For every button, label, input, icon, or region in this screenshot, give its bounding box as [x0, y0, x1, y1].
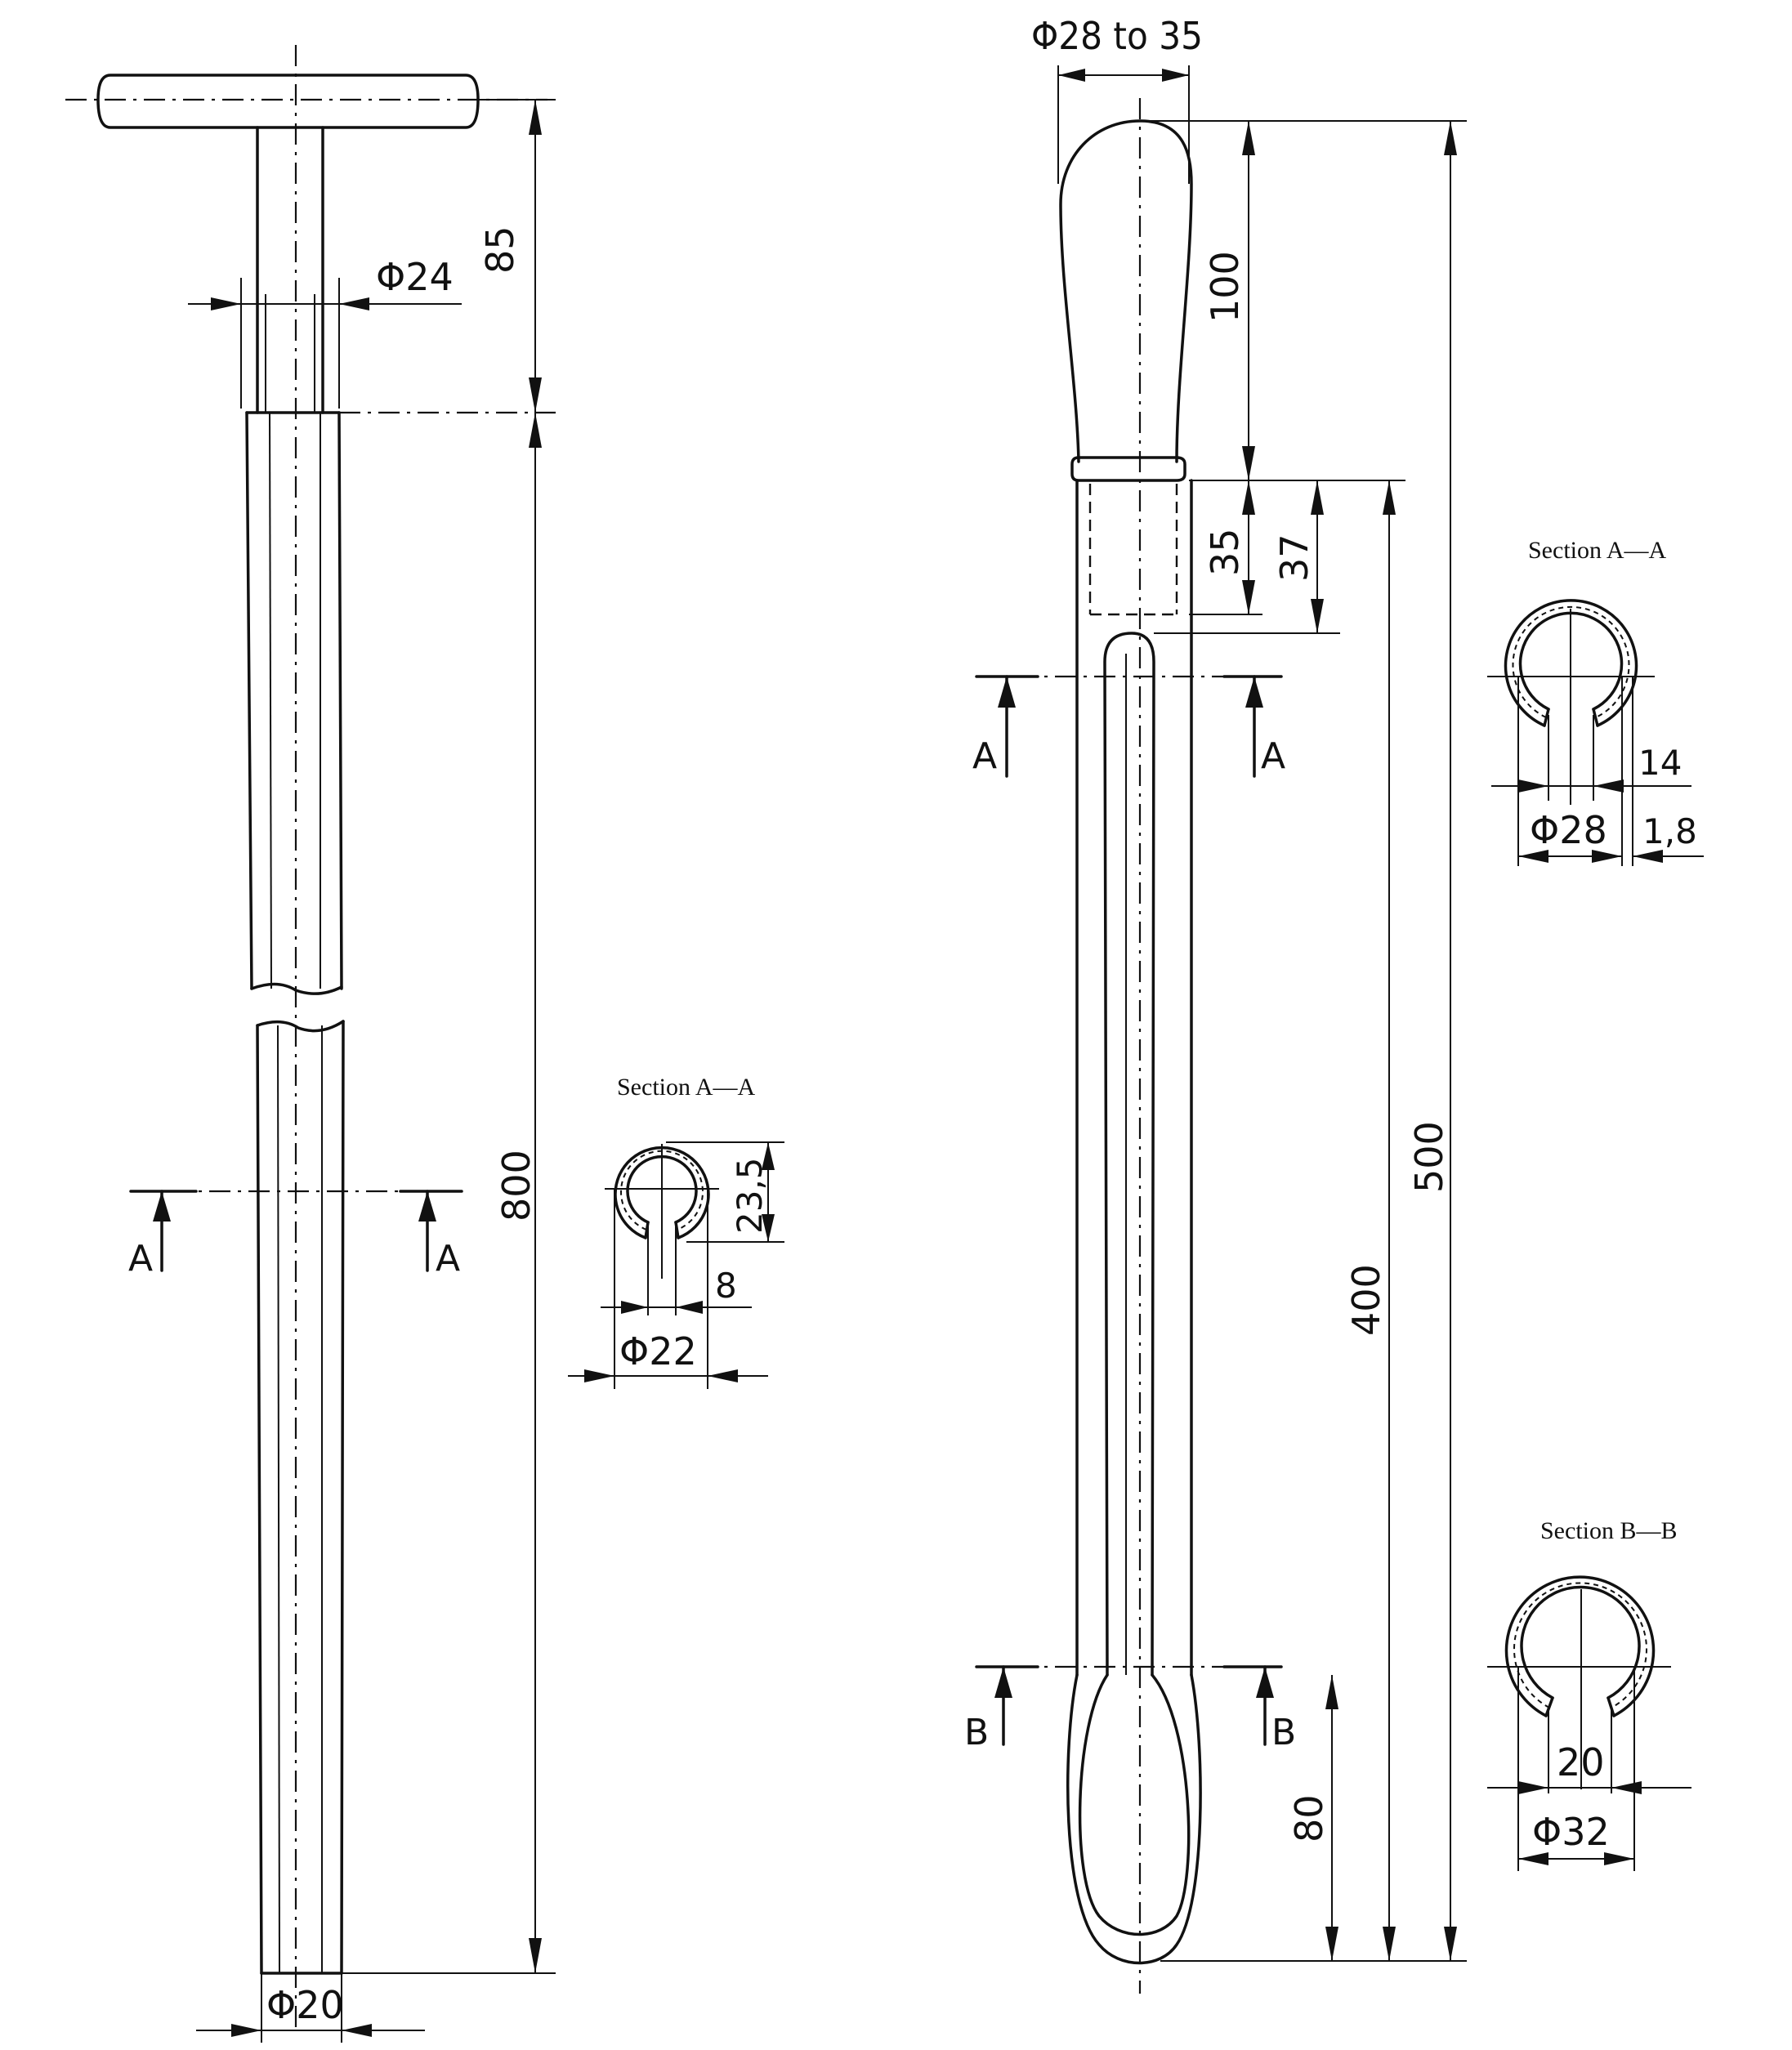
- section-a-slot: 8: [715, 1266, 737, 1306]
- probe-b: Φ28 to 35 100 35 37: [964, 14, 1704, 1994]
- shaft-lower: [256, 1020, 556, 1975]
- section-a-right-slot: 14: [1638, 743, 1682, 783]
- section-a-right-detail: Section A—A 14 Φ28 1,: [1487, 537, 1704, 866]
- dim-handle-length: 100: [1203, 121, 1255, 480]
- section-a-title: Section A—A: [617, 1074, 755, 1101]
- dim-spoon-80: 80: [1287, 1675, 1338, 1961]
- section-b-diameter: Φ32: [1532, 1810, 1610, 1854]
- cut-label-a-b-left: A: [972, 735, 997, 777]
- dim-label-100: 100: [1203, 251, 1247, 323]
- dim-label-35: 35: [1203, 528, 1247, 576]
- t-handle: [65, 74, 547, 129]
- dim-label-85: 85: [478, 226, 522, 274]
- dim-label-phi28-35: Φ28 to 35: [1031, 14, 1203, 58]
- dim-length-400: 400: [1344, 480, 1396, 1961]
- socket-hidden: [1088, 484, 1178, 616]
- cut-label-a-b-right: A: [1261, 735, 1285, 777]
- cut-label-a-left: A: [128, 1238, 153, 1280]
- section-b-slot: 20: [1557, 1740, 1605, 1784]
- dim-label-800: 800: [494, 1150, 538, 1222]
- cut-label-b-left: B: [964, 1712, 989, 1753]
- section-a-right-wall: 1,8: [1642, 811, 1697, 851]
- section-a-depth: 23,5: [730, 1157, 770, 1234]
- cut-line-b: B B: [964, 1665, 1296, 1753]
- dim-socket-37: 37: [1272, 480, 1324, 633]
- dim-length-85-800: 85 800: [478, 99, 556, 1973]
- dim-handle-diameter: Φ28 to 35: [1031, 14, 1203, 184]
- spoon-body: [1066, 479, 1202, 1965]
- dim-length-500: 500: [1407, 121, 1457, 1961]
- spoon-handle: [1059, 119, 1193, 482]
- dim-label-37: 37: [1272, 534, 1316, 582]
- cut-label-a-right: A: [436, 1238, 460, 1280]
- cut-line-a-right: A A: [972, 675, 1285, 778]
- section-a-right-title: Section A—A: [1528, 537, 1666, 564]
- dim-label-500: 500: [1407, 1121, 1451, 1193]
- dim-label-80: 80: [1287, 1794, 1331, 1842]
- cut-label-b-right: B: [1271, 1712, 1296, 1753]
- section-a-diameter: Φ22: [619, 1329, 697, 1373]
- section-a-detail: Section A—A 23,5 8: [568, 1074, 784, 1389]
- dim-diameter-24: Φ24: [188, 255, 462, 409]
- dim-label-phi20: Φ20: [266, 1983, 344, 2027]
- shaft-upper: [245, 411, 343, 995]
- dim-label-400: 400: [1344, 1264, 1388, 1336]
- section-a-right-diameter: Φ28: [1530, 808, 1607, 852]
- cut-line-a: A A: [128, 1190, 463, 1280]
- section-b-title: Section B—B: [1540, 1517, 1678, 1544]
- probe-a: Φ24 85 800 Φ20: [65, 45, 784, 2043]
- dim-socket-35: 35: [1203, 480, 1255, 614]
- dim-diameter-20: Φ20: [196, 1973, 425, 2043]
- dim-label-phi24: Φ24: [376, 255, 454, 299]
- section-b-detail: Section B—B 20 Φ32: [1487, 1517, 1691, 1871]
